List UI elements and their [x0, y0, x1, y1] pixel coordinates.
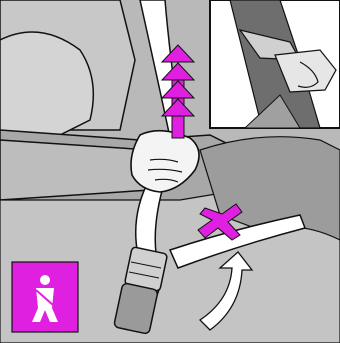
seatbelt-occupant-icon — [12, 262, 78, 332]
detail-inset — [210, 0, 340, 128]
